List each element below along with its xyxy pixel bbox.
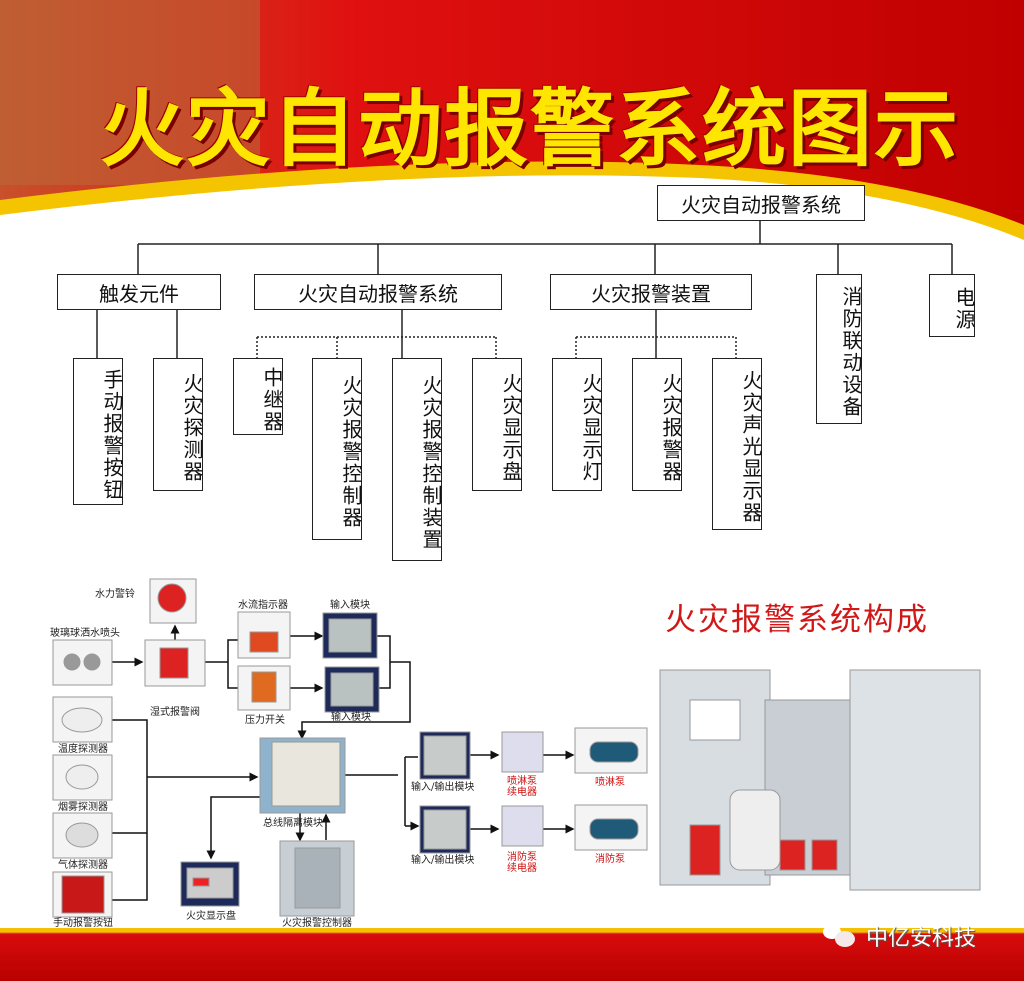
tree-power: 电源	[929, 274, 976, 337]
label: 续电器	[507, 785, 537, 798]
tree-trigger: 触发元件	[57, 274, 221, 310]
relay-image	[501, 805, 544, 847]
tree-leaf: 火灾显示盘	[472, 358, 523, 491]
tree-linkage: 消防联动设备	[816, 274, 863, 424]
label: 续电器	[507, 861, 537, 874]
sprinkler-image	[52, 639, 113, 686]
label: 温度探测器	[58, 742, 108, 755]
product-photo	[659, 669, 981, 891]
label: 消防泵	[507, 850, 537, 863]
tree-leaf: 火灾探测器	[153, 358, 204, 491]
label: 总线隔离模块	[263, 816, 323, 829]
label: 喷淋泵	[507, 774, 537, 787]
tree-alarm-system: 火灾自动报警系统	[254, 274, 502, 310]
brand-name: 中亿安科技	[866, 926, 977, 951]
page-title: 火灾自动报警系统图示	[100, 80, 961, 178]
label: 喷淋泵	[595, 775, 625, 788]
tree-leaf: 火灾报警控制器	[312, 358, 363, 540]
label: 气体探测器	[58, 858, 108, 871]
tree-leaf: 中继器	[233, 358, 284, 435]
composition-title: 火灾报警系统构成	[665, 602, 929, 638]
tree-alarm-device: 火灾报警装置	[550, 274, 752, 310]
tree-leaf: 手动报警按钮	[73, 358, 124, 505]
label: 压力开关	[245, 713, 285, 726]
label: 玻璃球洒水喷头	[50, 626, 120, 639]
label: 输入模块	[330, 598, 370, 611]
label: 火灾报警控制器	[282, 916, 352, 929]
label: 输入/输出模块	[411, 853, 474, 866]
tree-leaf: 火灾报警控制装置	[392, 358, 443, 561]
relay-image	[501, 731, 544, 773]
label: 水流指示器	[238, 598, 288, 611]
label: 湿式报警阀	[150, 705, 200, 718]
tree-leaf: 火灾显示灯	[552, 358, 603, 491]
label: 手动报警按钮	[53, 916, 113, 929]
label: 输入/输出模块	[411, 780, 474, 793]
label: 火灾显示盘	[186, 909, 236, 922]
tree-root: 火灾自动报警系统	[657, 185, 865, 221]
tree-leaf: 火灾声光显示器	[712, 358, 763, 530]
tree-leaf: 火灾报警器	[632, 358, 683, 491]
label: 消防泵	[595, 852, 625, 865]
label: 输入模块	[331, 710, 371, 723]
label: 水力警铃	[95, 587, 135, 600]
label: 烟雾探测器	[58, 800, 108, 813]
